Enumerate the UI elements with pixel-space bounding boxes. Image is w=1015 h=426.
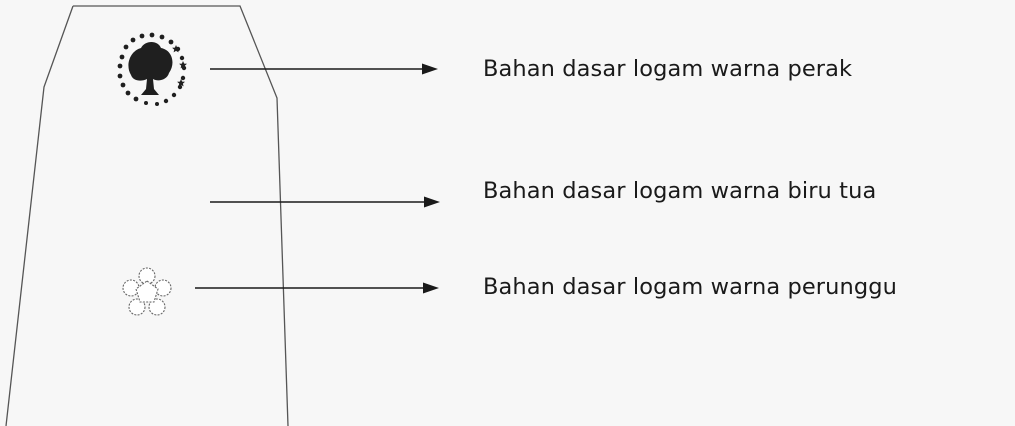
shoulder-board-outline (5, 5, 289, 426)
flower-star-icon (122, 267, 172, 316)
tree-emblem-icon (117, 32, 187, 106)
label-biru-tua: Bahan dasar logam warna biru tua (483, 178, 877, 204)
arrow-perak (210, 63, 438, 75)
arrow-perunggu (195, 282, 439, 294)
arrow-biru-tua (210, 196, 440, 208)
label-perak: Bahan dasar logam warna perak (483, 56, 853, 82)
label-perunggu: Bahan dasar logam warna perunggu (483, 274, 897, 300)
